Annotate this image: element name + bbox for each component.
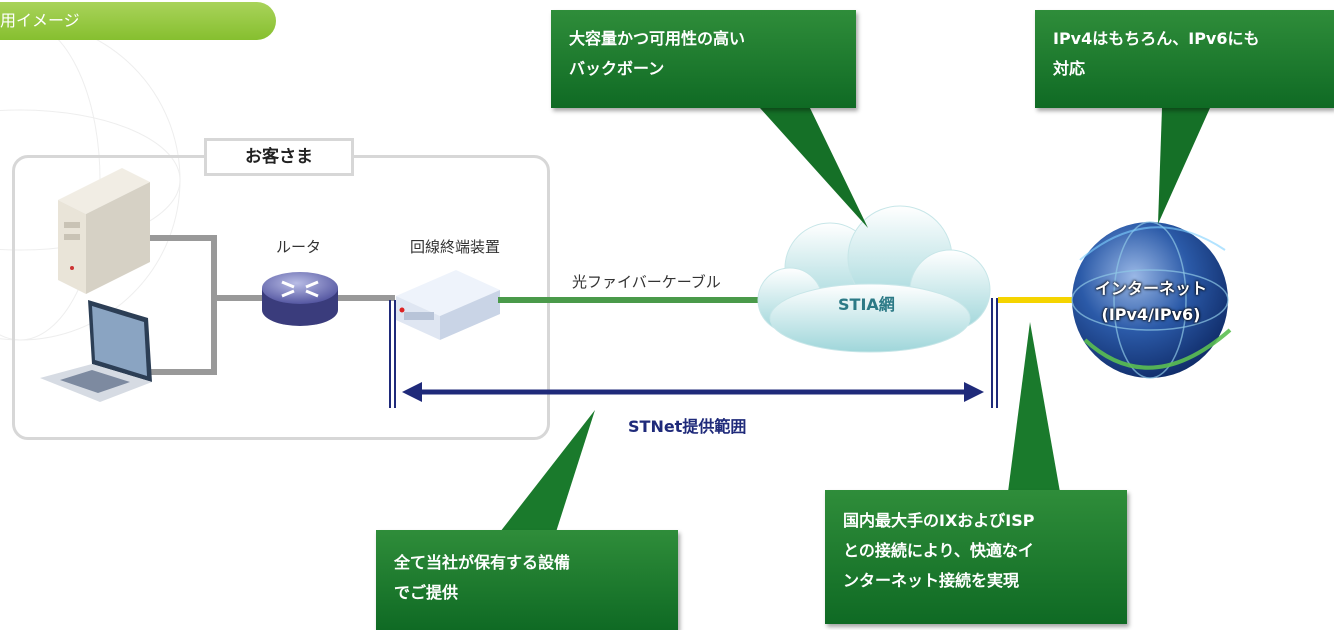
customer-label: お客さま — [204, 138, 354, 176]
page-title: 用イメージ — [0, 2, 276, 40]
equipment-callout: 全て当社が保有する設備 でご提供 — [376, 530, 678, 630]
lan-cables — [150, 235, 395, 375]
cloud-label: STIA網 — [838, 295, 895, 314]
ix-callout-tail — [1008, 322, 1060, 492]
ont-label: 回線終端装置 — [410, 238, 501, 256]
ipv6-callout-tail — [1158, 108, 1210, 224]
internet-label: インターネット (IPv4/IPv6) — [1094, 279, 1207, 324]
internet-globe — [1071, 221, 1232, 379]
laptop-icon — [40, 300, 152, 402]
ont-device-icon — [396, 270, 500, 340]
fiber-label: 光ファイバーケーブル — [572, 273, 721, 291]
stia-cloud — [757, 205, 991, 353]
ix-callout: 国内最大手のIXおよびISP との接続により、快適なイ ンターネット接続を実現 — [825, 490, 1127, 624]
backbone-callout-tail — [760, 108, 868, 228]
router-label: ルータ — [276, 238, 322, 256]
equipment-callout-tail — [500, 410, 595, 532]
range-arrow — [402, 382, 984, 402]
ipv6-callout: IPv4はもちろん、IPv6にも 対応 — [1035, 10, 1334, 108]
router-icon — [262, 272, 338, 326]
server-icon — [58, 168, 150, 294]
range-label: STNet提供範囲 — [628, 417, 747, 436]
backbone-callout: 大容量かつ可用性の高い バックボーン — [551, 10, 856, 108]
